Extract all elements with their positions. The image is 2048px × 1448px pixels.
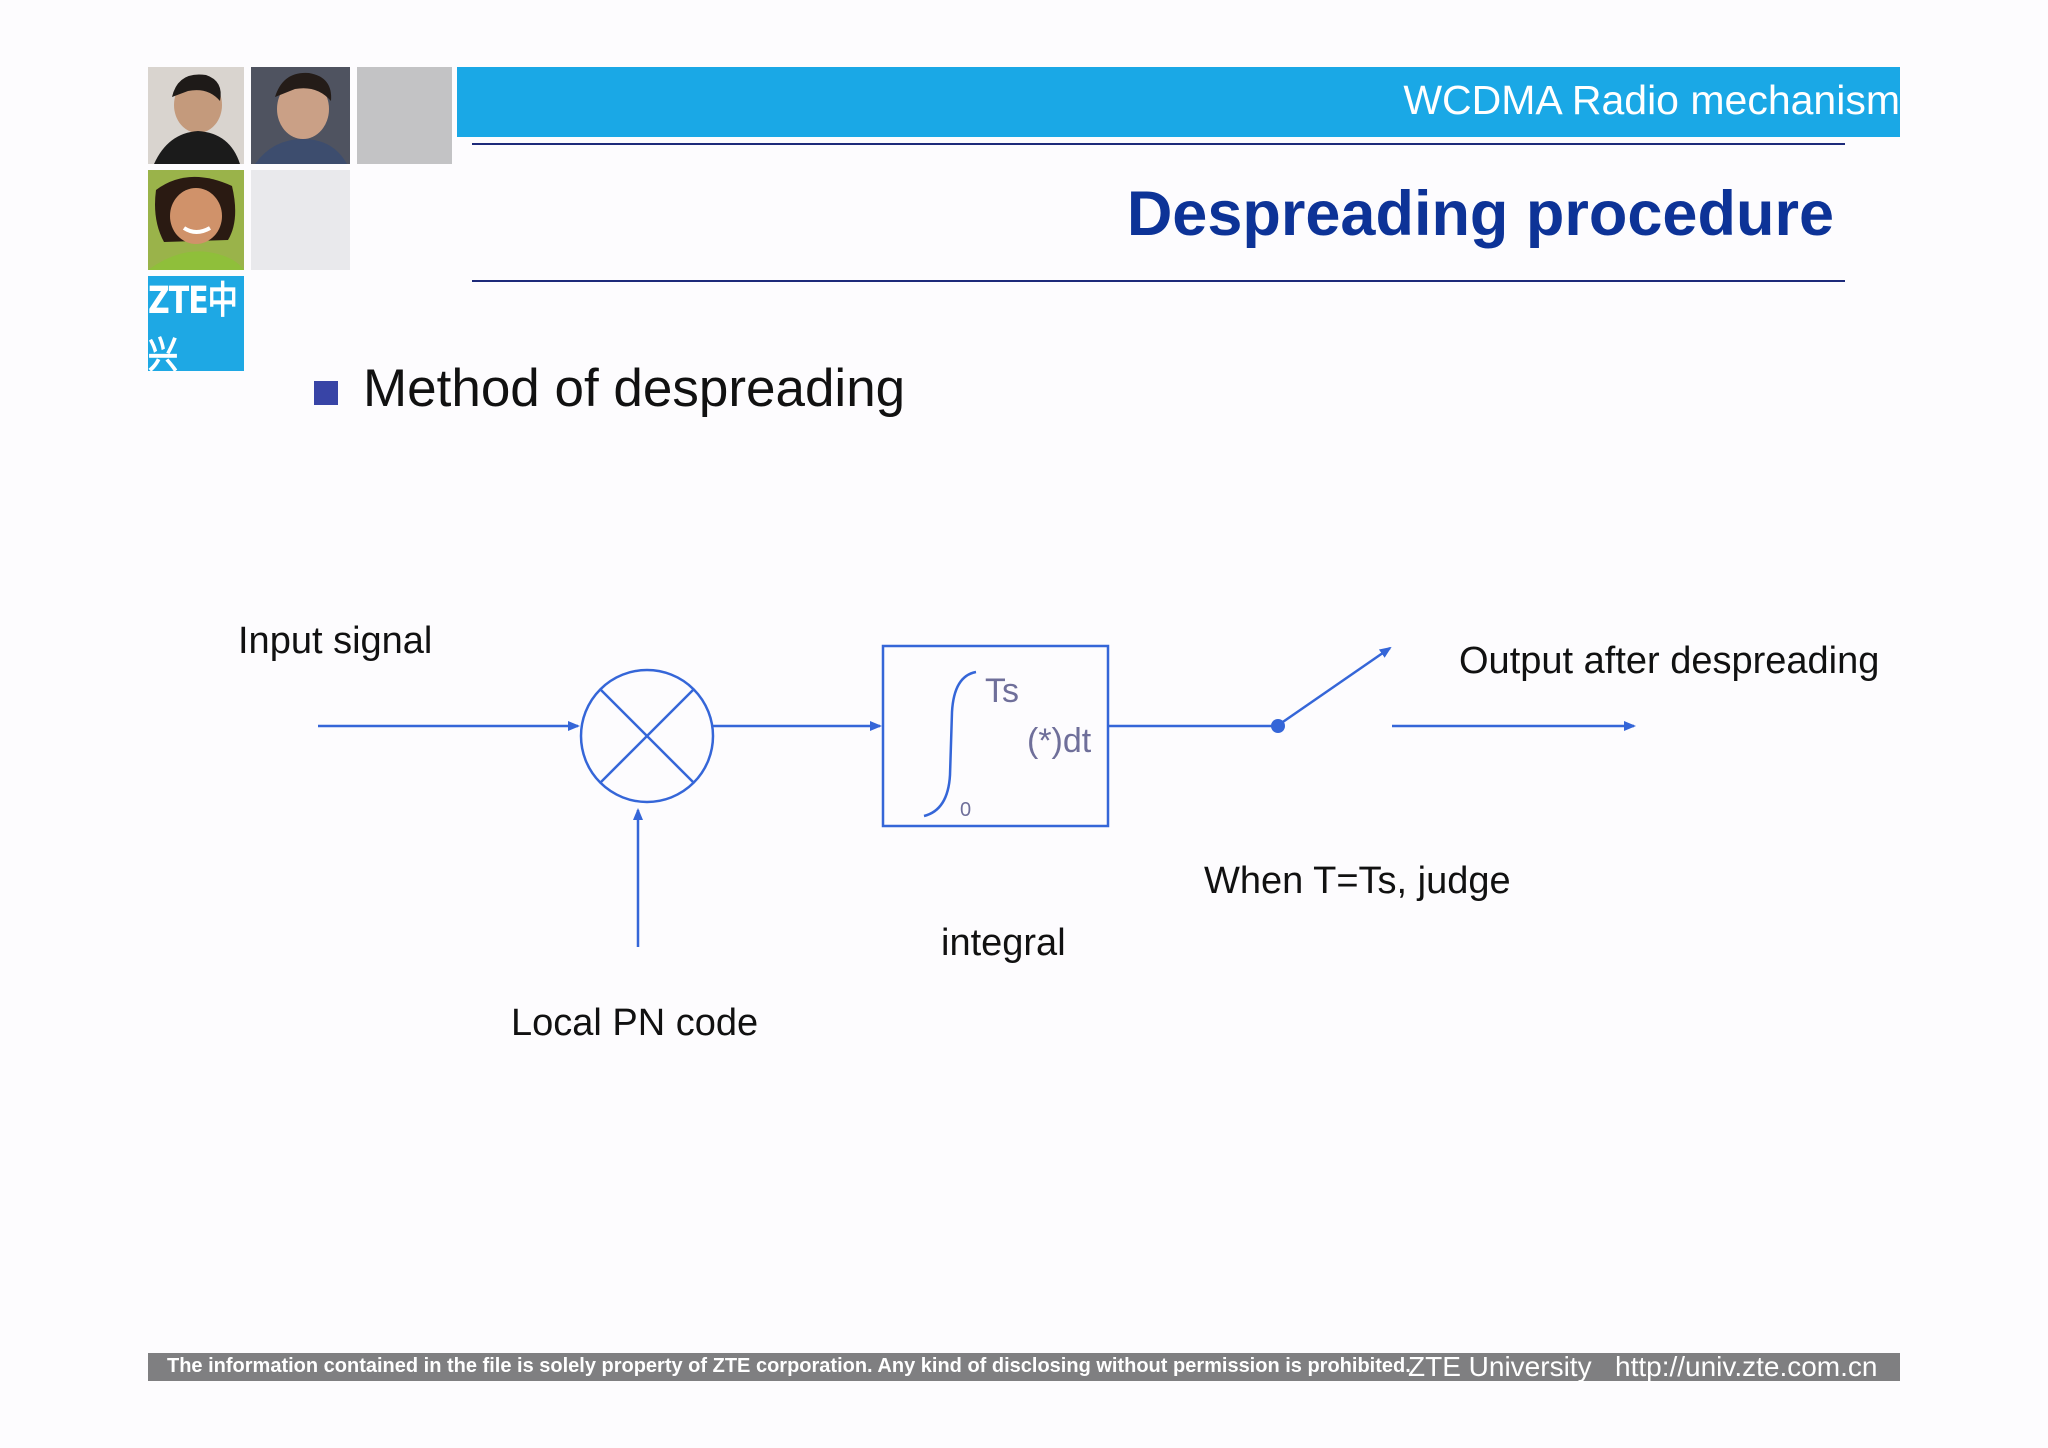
switch-lever [1277, 648, 1390, 726]
pn-code-label: Local PN code [511, 1002, 758, 1045]
footer-url-link[interactable]: http://univ.zte.com.cn [1615, 1351, 1878, 1383]
switch-pivot-icon [1271, 719, 1285, 733]
footer-university: ZTE University [1408, 1351, 1592, 1383]
input-signal-label: Input signal [238, 620, 432, 663]
integral-upper-limit: Ts [985, 672, 1019, 711]
integral-caption: integral [941, 922, 1066, 965]
integral-expression: (*)dt [1027, 722, 1091, 761]
footer-disclaimer: The information contained in the file is… [167, 1355, 1411, 1378]
integral-lower-limit: 0 [960, 799, 971, 822]
multiplier-icon [581, 670, 713, 802]
integral-sign-icon [924, 672, 976, 816]
output-label: Output after despreading [1459, 640, 1879, 683]
judge-label: When T=Ts, judge [1204, 860, 1511, 903]
